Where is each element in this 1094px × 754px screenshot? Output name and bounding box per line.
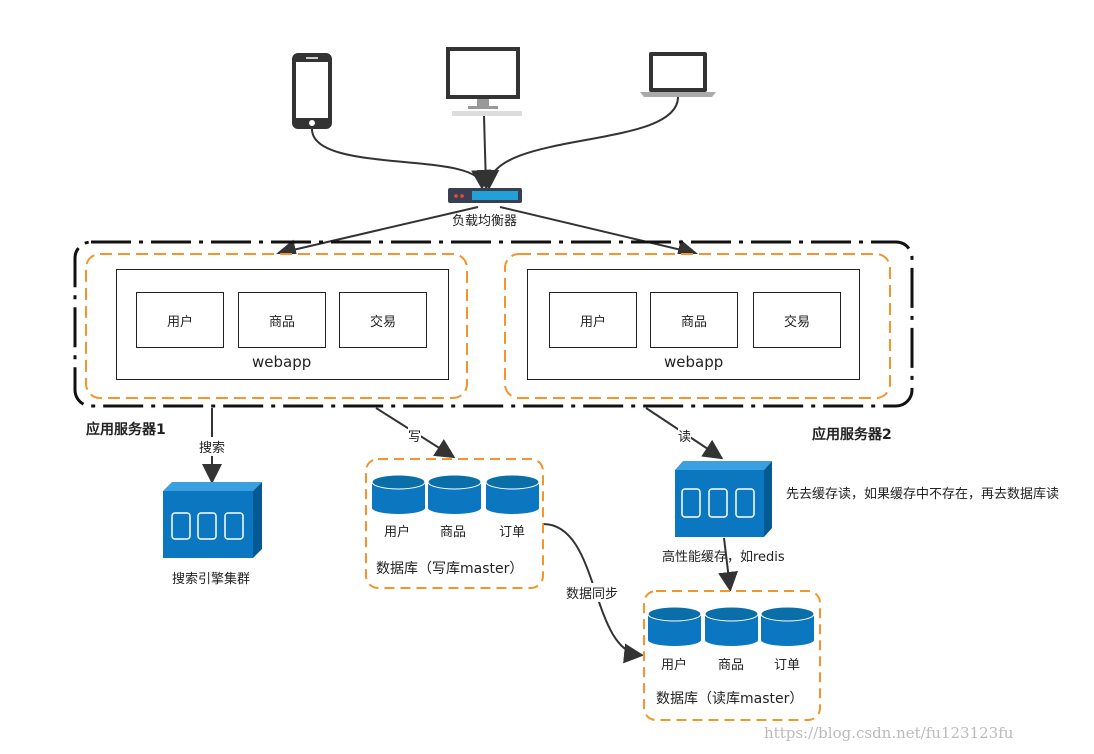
write-db-cylinder [427,474,482,514]
read-edge-label: 读 [678,426,692,445]
search-cluster-icon [163,482,262,558]
search-edge-label: 搜索 [199,437,226,456]
phone-connector [311,128,492,190]
lb-to-server2 [499,206,698,260]
server2-module-user: 用户 [549,292,637,348]
laptop-icon [640,52,716,97]
write-db-label: 数据库（写库master） [376,561,524,577]
write-db-table-product: 商品 [440,525,467,540]
load-balancer-label: 负载均衡器 [452,214,518,229]
server1-label: 应用服务器1 [86,422,166,438]
server2-module-product: 商品 [650,292,738,348]
write-db-table-user: 用户 [384,525,411,540]
server1-webapp-label: webapp [252,353,312,371]
read-db-cylinder [704,606,759,646]
read-db-table-product: 商品 [718,658,745,673]
read-db-cylinder [760,606,815,646]
watermark: https://blog.csdn.net/fu123123fu [764,724,1014,742]
read-db-table-order: 订单 [774,658,801,673]
server1-module-user: 用户 [136,292,224,348]
lb-to-server1 [276,206,479,260]
read-db-cylinder [647,606,702,646]
write-db-cylinder [371,474,426,514]
cache-to-db-connector [718,537,739,592]
phone-icon [292,53,332,129]
server1-module-trade: 交易 [339,292,427,348]
laptop-connector [479,96,679,190]
write-edge-label: 写 [408,426,422,445]
cache-label: 高性能缓存，如redis [662,550,785,565]
write-db-cylinder [485,474,540,514]
server2-webapp-label: webapp [664,353,724,371]
server2-module-trade: 交易 [753,292,841,348]
cluster-boundary [73,240,914,408]
load-balancer-icon [448,188,522,203]
desktop-connector [475,115,496,190]
cache-icon [675,461,772,537]
read-db-label: 数据库（读库master） [656,691,804,707]
search-cluster-label: 搜索引擎集群 [172,572,251,587]
server1-module-product: 商品 [238,292,326,348]
sync-edge-label: 数据同步 [566,583,619,602]
write-db-table-order: 订单 [499,525,526,540]
cache-note: 先去缓存读，如果缓存中不存在，再去数据库读 [786,487,1060,502]
server2-label: 应用服务器2 [812,427,892,443]
desktop-icon [446,47,522,116]
read-db-table-user: 用户 [661,658,688,673]
